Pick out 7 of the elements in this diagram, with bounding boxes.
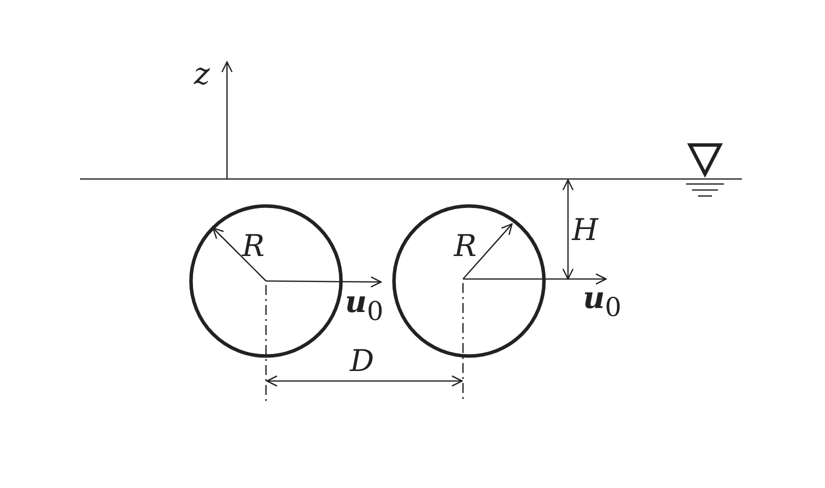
axis-label: z xyxy=(194,60,210,90)
radius-label: R xyxy=(454,232,477,262)
velocity-label: u$_{0}$ xyxy=(583,284,622,321)
radius-label: R xyxy=(242,232,265,262)
velocity-label: u$_{0}$ xyxy=(345,288,384,325)
dimension-label: H xyxy=(572,216,598,246)
dimension-label: D xyxy=(350,347,374,377)
